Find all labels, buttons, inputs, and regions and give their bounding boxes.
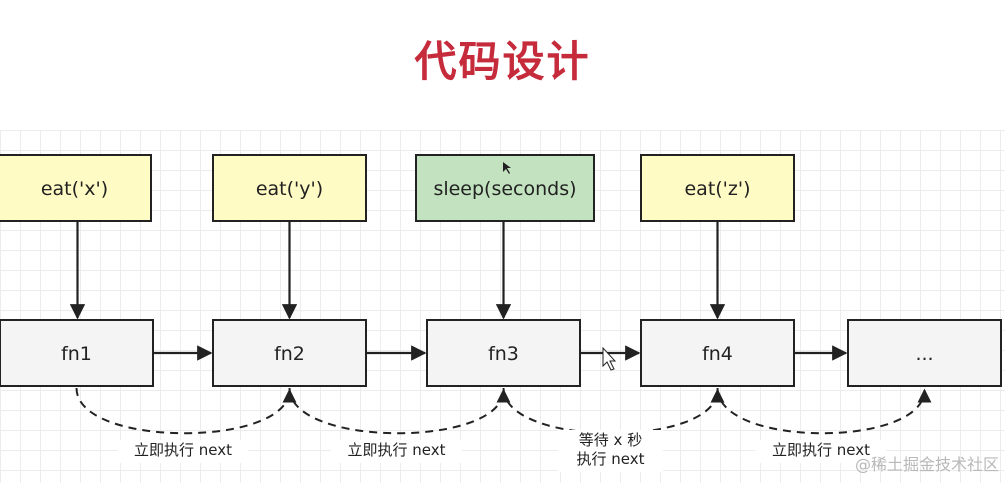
input-label-2: eat('y') [256,178,323,200]
dashed-arrow-4 [716,387,932,435]
dashed-arrow-2 [288,387,511,435]
page-title: 代码设计 [414,37,591,86]
cursor-icon-top [503,162,511,174]
transition-label-4-1: 立即执行 next [772,441,870,459]
fn-box-2: fn2 [212,319,367,387]
transition-label-1-1: 立即执行 next [134,441,232,459]
dashed-arrow-3 [502,387,725,435]
fn-box-1: fn1 [0,319,154,387]
fn-box-5: ... [847,319,1002,387]
input-box-2: eat('y') [212,154,367,222]
input-box-1: eat('x') [0,154,152,222]
fn-box-3: fn3 [426,319,581,387]
transition-label-3-1: 等待 x 秒 [579,431,642,449]
fn-label-4: fn4 [702,343,733,365]
watermark: @稀土掘金技术社区 [854,455,999,474]
transition-label-3-2: 执行 next [577,450,645,468]
fn-label-1: fn1 [61,343,92,365]
input-label-3: sleep(seconds) [433,178,576,200]
dashed-arrow-1 [75,387,297,435]
fn-label-3: fn3 [488,343,519,365]
fn-label-5: ... [915,343,933,365]
fn-label-2: fn2 [274,343,305,365]
input-label-1: eat('x') [41,178,108,200]
input-label-4: eat('z') [684,178,750,200]
input-box-4: eat('z') [640,154,795,222]
cursor-icon-middle [602,346,617,371]
transition-label-2-1: 立即执行 next [348,441,446,459]
fn-box-4: fn4 [640,319,795,387]
